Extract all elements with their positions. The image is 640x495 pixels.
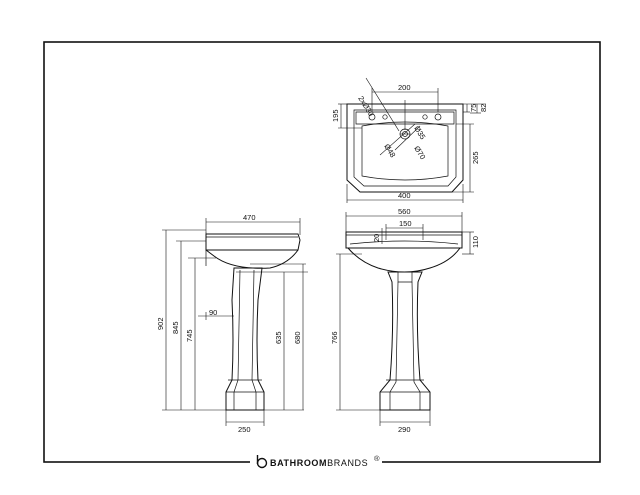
plan-top-step-b-label: 82 [479,104,488,112]
side-view: 470 902 845 745 635 680 90 [156,213,308,434]
front-width-label: 560 [398,207,411,216]
side-overall-height-label: 902 [156,317,165,330]
plan-view: 200 2xØ30 Ø35 Ø70 Ø48 195 75 82 265 400 [331,77,488,203]
front-slope-label: 150 [399,219,412,228]
brand-name-bold: BATHROOM [270,458,327,468]
front-lip-label: 20 [372,234,381,242]
front-rim-depth-label: 110 [471,236,480,248]
plan-waste-hole-label: Ø35 [412,124,427,141]
brand-name-regular: BRANDS [327,458,368,468]
plan-tap-holes-label: 2xØ30 [356,94,375,118]
side-depth-label: 470 [243,213,256,222]
front-view: 560 150 20 110 766 290 [330,207,480,434]
side-pedestal-total-label: 680 [293,331,302,344]
plan-tap-spacing-label: 200 [398,83,411,92]
plan-bowl-inner-label: Ø48 [382,142,397,159]
side-rim-height-label: 845 [171,321,180,334]
side-base-width-label: 250 [238,425,251,434]
brand-trademark: ® [374,454,380,463]
plan-bowl-outer-label: Ø70 [412,144,427,161]
sheet-border [43,41,601,463]
side-pedestal-height-label: 635 [274,331,283,344]
front-base-width-label: 290 [398,425,411,434]
plan-depth-label: 265 [471,151,480,164]
svg-text:BATHROOMBRANDS: BATHROOMBRANDS [270,458,368,468]
front-height-label: 766 [330,331,339,344]
bathroombrands-logo-icon [256,455,268,469]
side-bowl-height-label: 745 [185,329,194,342]
plan-back-height-label: 195 [331,109,340,122]
side-wall-offset-label: 90 [209,308,217,317]
brand-footer: BATHROOMBRANDS ® [250,454,382,470]
plan-width-label: 400 [398,191,411,200]
plan-top-step-a-label: 75 [469,104,478,112]
